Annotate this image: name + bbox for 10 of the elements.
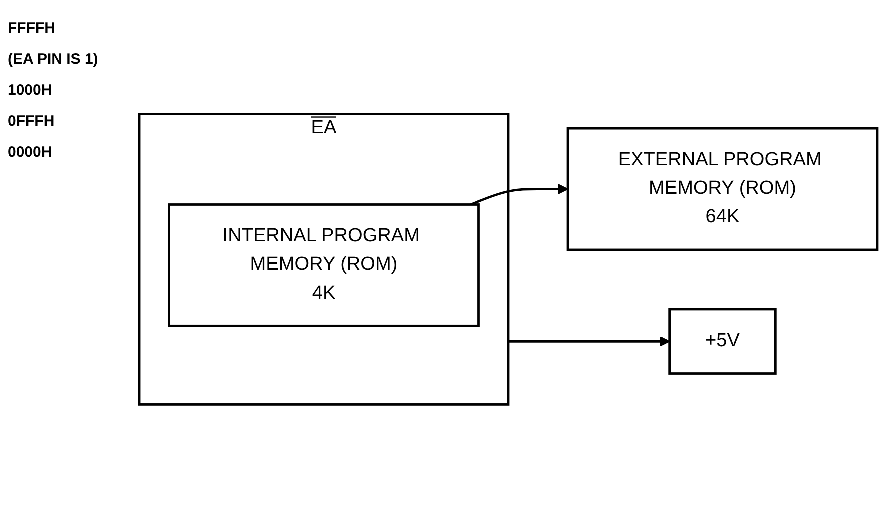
node-box: EXTERNAL PROGRAM MEMORY (ROM) 64K bbox=[566, 127, 879, 252]
node-box: +5V bbox=[668, 308, 777, 375]
note-label: FFFFH bbox=[8, 20, 56, 37]
node-box: INTERNAL PROGRAM MEMORY (ROM) 4K bbox=[168, 204, 480, 328]
note-label: 1000H bbox=[8, 82, 54, 99]
note-label: 0000H bbox=[8, 144, 54, 161]
note-label: (EA PIN IS 1) bbox=[8, 51, 100, 68]
arrow bbox=[508, 336, 670, 347]
arrow bbox=[470, 184, 568, 206]
note-label: 0FFFH bbox=[8, 113, 56, 130]
